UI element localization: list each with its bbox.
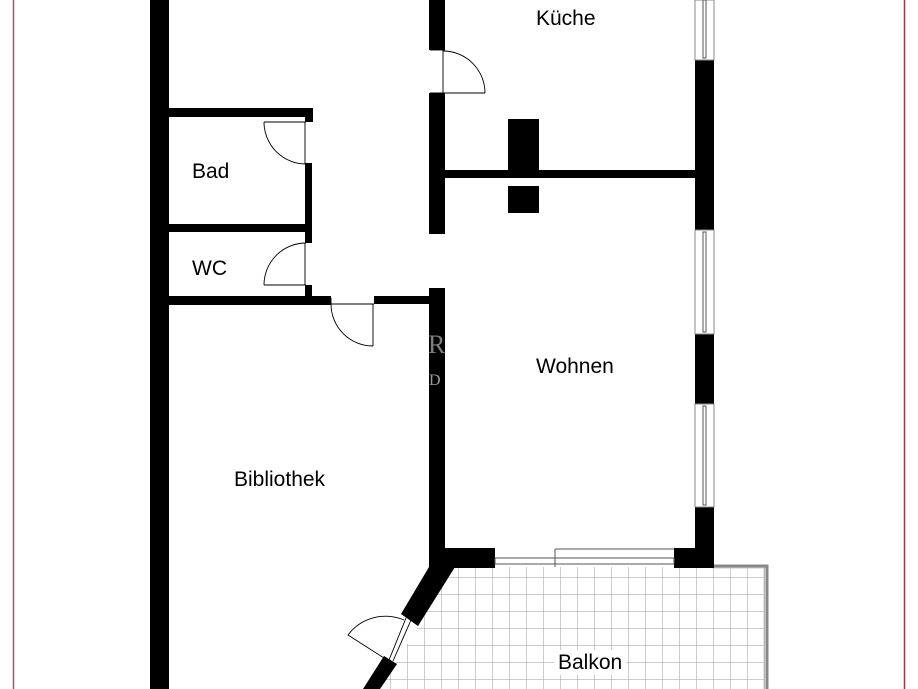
room-label-bibliothek: Bibliothek xyxy=(234,468,326,491)
room-label-wohnen: Wohnen xyxy=(536,355,614,378)
bad-wc-walls xyxy=(169,108,430,305)
wc-door xyxy=(263,242,307,286)
room-label-wc: WC xyxy=(192,257,227,280)
bibliothek-door xyxy=(330,298,374,347)
wall-right-outer xyxy=(695,60,714,567)
bad-door xyxy=(263,121,307,165)
watermark-d: D xyxy=(429,372,441,389)
wall-bibliothek-right xyxy=(429,304,445,314)
wall-balkon-top xyxy=(429,548,714,568)
room-label-balkon: Balkon xyxy=(554,650,627,675)
kueche-door xyxy=(430,49,486,94)
balkon-floor xyxy=(380,564,769,689)
room-label-kueche: Küche xyxy=(536,7,596,30)
watermark-r: R xyxy=(428,330,446,359)
central-walls xyxy=(429,0,695,570)
balkon-door xyxy=(347,615,412,662)
wall-left-outer xyxy=(150,0,169,689)
balkon-window xyxy=(494,548,675,567)
room-label-bad: Bad xyxy=(192,160,230,183)
diagonal-wall xyxy=(363,567,455,689)
windows-right xyxy=(694,0,715,508)
